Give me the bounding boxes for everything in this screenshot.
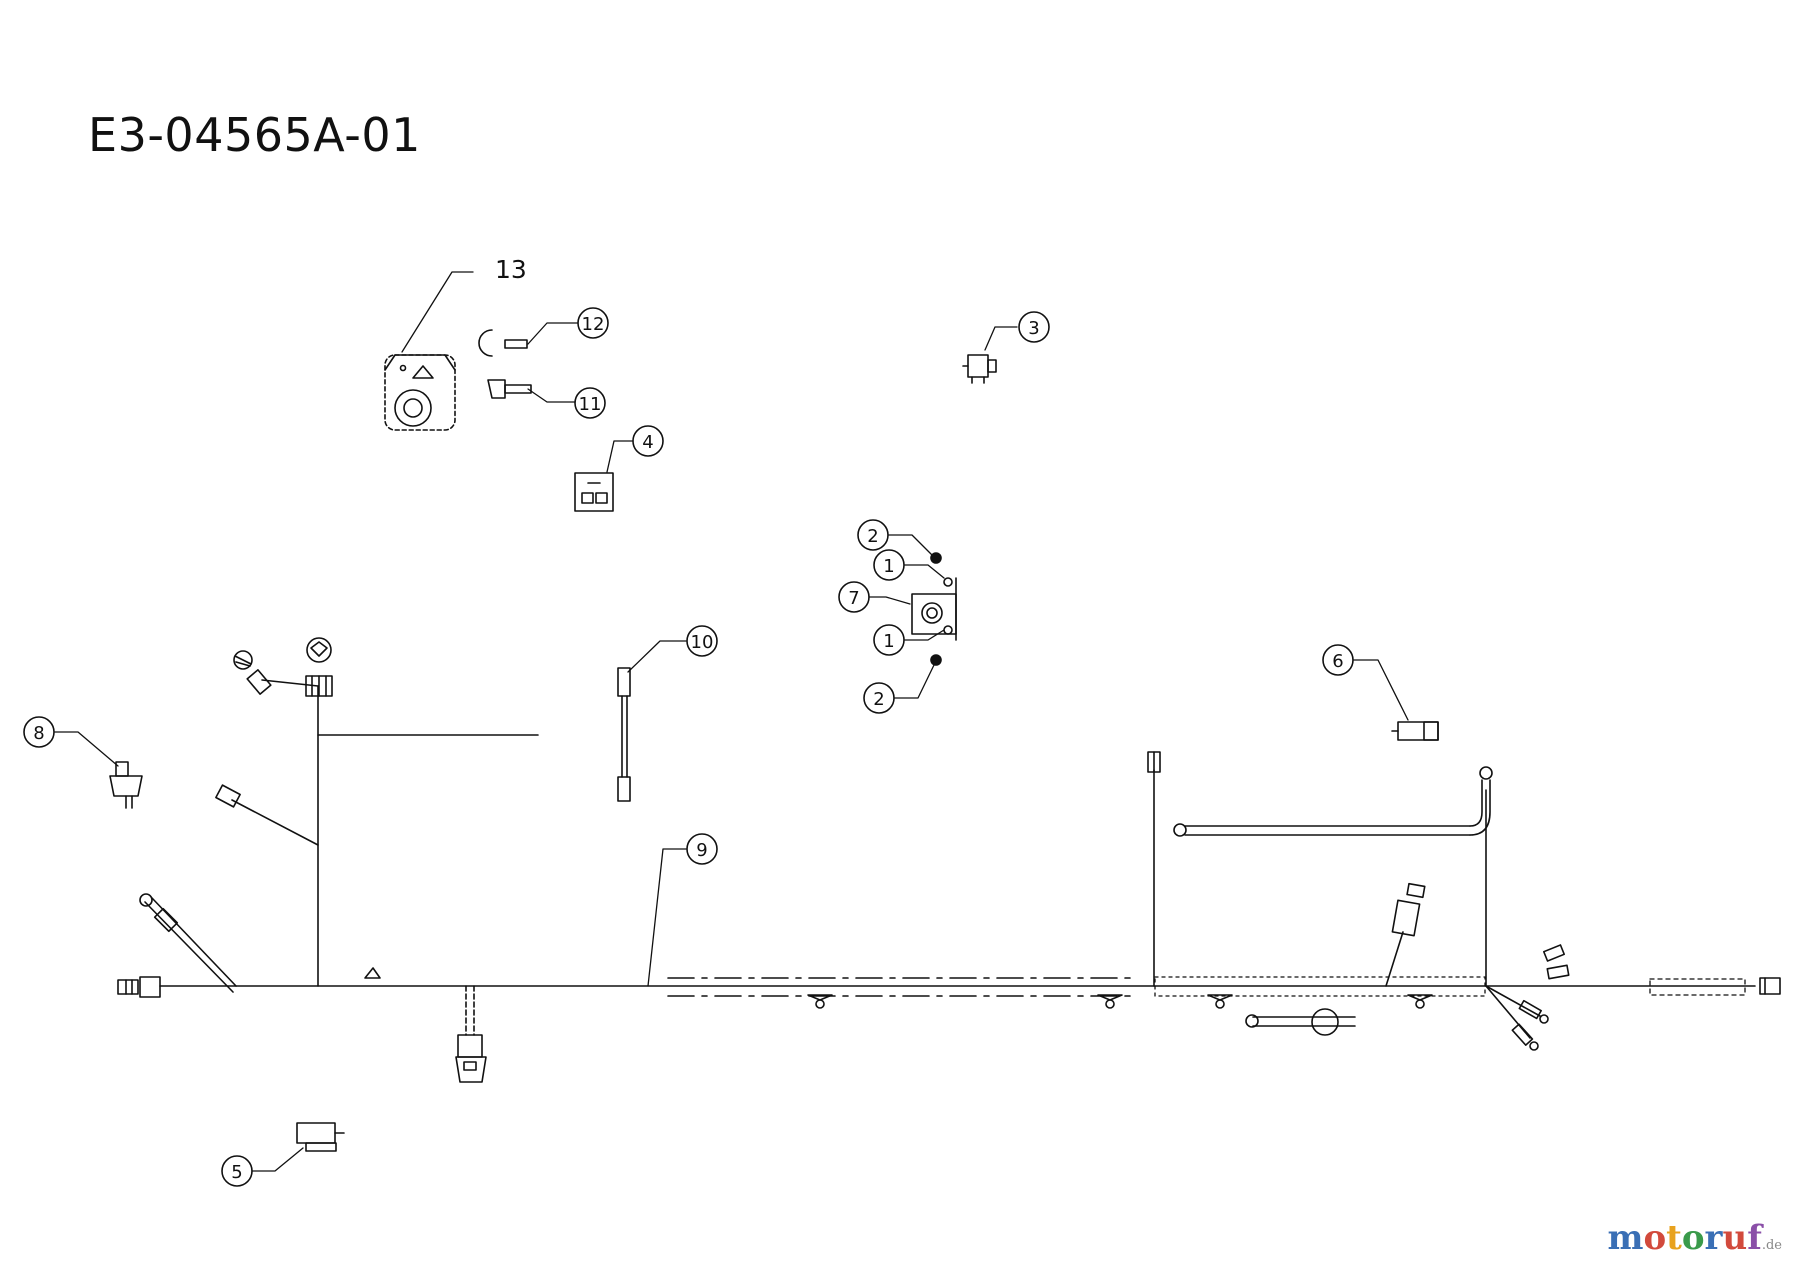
callout-8: 8 [23, 716, 55, 748]
jumper-lead-part [617, 667, 631, 802]
key-part [478, 329, 528, 357]
callouts: 13 12 11 3 4 2 1 7 1 2 10 6 8 9 5 [23, 255, 1354, 1187]
key-switch-part [384, 354, 456, 431]
seat-switch-part [109, 761, 143, 809]
callout-1-bottom: 1 [873, 624, 905, 656]
callout-1-top: 1 [873, 549, 905, 581]
callout-4: 4 [632, 425, 664, 457]
callout-10: 10 [686, 625, 718, 657]
watermark-letter: t [1666, 1218, 1682, 1258]
callout-2-top: 2 [857, 519, 889, 551]
callout-11: 11 [574, 387, 606, 419]
callout-6: 6 [1322, 644, 1354, 676]
main-harness [117, 976, 1781, 998]
watermark-letter: o [1643, 1218, 1667, 1258]
watermark-letter: o [1681, 1218, 1705, 1258]
callout-13: 13 [495, 255, 527, 284]
callout-3: 3 [1018, 311, 1050, 343]
key-fob-part [487, 379, 532, 399]
callout-6-label: 6 [1332, 651, 1343, 672]
watermark-suffix: .de [1761, 1238, 1782, 1253]
relay-part [962, 354, 997, 384]
left-branch [139, 637, 539, 1083]
watermark-letter: f [1747, 1218, 1762, 1258]
callout-3-label: 3 [1028, 318, 1039, 339]
callout-12-label: 12 [582, 314, 605, 335]
connector-part [1391, 721, 1439, 741]
callout-2-top-label: 2 [867, 526, 878, 547]
watermark-letter: u [1722, 1218, 1748, 1258]
callout-1-bottom-label: 1 [883, 631, 894, 652]
solenoid-part [911, 552, 957, 666]
relay-part-5 [296, 1122, 345, 1152]
leader-lines [54, 271, 1409, 1172]
switch-plate-part [574, 472, 614, 512]
callout-10-label: 10 [691, 632, 714, 653]
harness-clips [807, 994, 1433, 1009]
diagram-title: E3-04565A-01 [88, 108, 421, 162]
callout-9: 9 [686, 833, 718, 865]
callout-9-label: 9 [696, 840, 707, 861]
callout-8-label: 8 [33, 723, 44, 744]
callout-2-bottom-label: 2 [873, 689, 884, 710]
callout-5: 5 [221, 1155, 253, 1187]
callout-11-label: 11 [579, 394, 602, 415]
callout-1-top-label: 1 [883, 556, 894, 577]
callout-2-bottom: 2 [863, 682, 895, 714]
callout-7-label: 7 [848, 588, 859, 609]
callout-5-label: 5 [231, 1162, 242, 1183]
callout-4-label: 4 [642, 432, 653, 453]
right-section [1147, 751, 1570, 1051]
callout-12: 12 [577, 307, 609, 339]
callout-7: 7 [838, 581, 870, 613]
watermark-letter: r [1704, 1218, 1723, 1258]
watermark-letter: m [1607, 1218, 1644, 1258]
motoruf-watermark-logo: motoruf.de [1607, 1218, 1782, 1258]
